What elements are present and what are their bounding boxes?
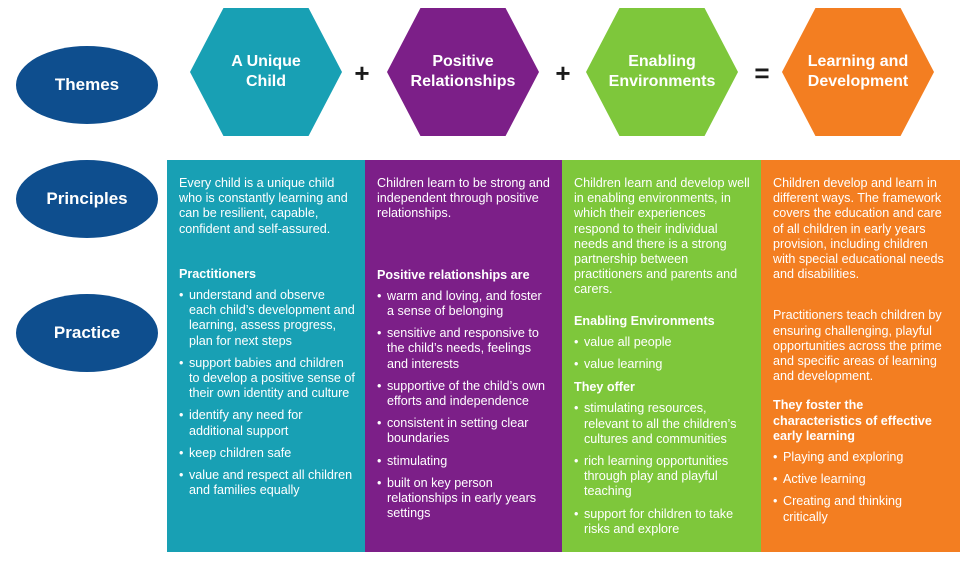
- list-item: value and respect all children and famil…: [179, 468, 355, 498]
- theme-learning-development-label: Learning and Development: [807, 53, 909, 90]
- practice-text: Practitioners teach children by ensuring…: [773, 308, 942, 384]
- practice-list: Playing and exploring Active learning Cr…: [773, 450, 950, 525]
- list-item: Creating and thinking critically: [773, 494, 950, 524]
- principle-text: Children learn and develop well in enabl…: [574, 176, 750, 297]
- column-unique-child: Every child is a unique child who is con…: [167, 160, 365, 552]
- practice-label-text: Practice: [53, 323, 121, 342]
- principle-text: Children learn to be strong and independ…: [377, 176, 550, 221]
- column-positive-relationships: Children learn to be strong and independ…: [365, 160, 562, 552]
- themes-label: Themes: [16, 46, 158, 124]
- list-item: value learning: [574, 357, 751, 372]
- list-item: stimulating resources, relevant to all t…: [574, 401, 751, 447]
- practice-list: understand and observe each child’s deve…: [179, 288, 355, 498]
- principles-label-text: Principles: [46, 189, 128, 208]
- theme-enabling-environments: Enabling Environments: [586, 8, 738, 136]
- practice-list: value all people value learning: [574, 335, 751, 373]
- themes-label-text: Themes: [54, 75, 120, 94]
- list-item: built on key person relationships in ear…: [377, 476, 552, 522]
- practice-heading: Practitioners: [179, 266, 256, 281]
- list-item: value all people: [574, 335, 751, 350]
- plus-operator: +: [555, 58, 571, 88]
- theme-positive-relationships: Positive Relationships: [387, 8, 539, 136]
- list-item: consistent in setting clear boundaries: [377, 416, 552, 446]
- principle-text: Every child is a unique child who is con…: [179, 176, 348, 236]
- list-item: support babies and children to develop a…: [179, 356, 355, 402]
- list-item: Playing and exploring: [773, 450, 950, 465]
- equals-operator: =: [754, 58, 770, 88]
- list-item: supportive of the child’s own efforts an…: [377, 379, 552, 409]
- theme-unique-child-label: A Unique Child: [231, 53, 301, 90]
- theme-learning-development: Learning and Development: [782, 8, 934, 136]
- practice-subheading: They offer: [574, 380, 635, 395]
- column-learning-development: Children develop and learn in different …: [761, 160, 960, 552]
- list-item: identify any need for additional support: [179, 408, 355, 438]
- practice-heading: Positive relationships are: [377, 267, 530, 282]
- practice-list: warm and loving, and foster a sense of b…: [377, 289, 552, 522]
- principles-label: Principles: [16, 160, 158, 238]
- plus-operator: +: [354, 58, 370, 88]
- practice-label: Practice: [16, 294, 158, 372]
- theme-enabling-environments-label: Enabling Environments: [608, 53, 716, 90]
- principle-text: Children develop and learn in different …: [773, 176, 944, 282]
- theme-positive-relationships-label: Positive Relationships: [410, 53, 516, 90]
- list-item: sensitive and responsive to the child’s …: [377, 326, 552, 372]
- column-enabling-environments: Children learn and develop well in enabl…: [562, 160, 761, 552]
- list-item: keep children safe: [179, 446, 355, 461]
- list-item: rich learning opportunities through play…: [574, 454, 751, 500]
- list-item: Active learning: [773, 472, 950, 487]
- practice-list: stimulating resources, relevant to all t…: [574, 401, 751, 537]
- practice-heading: They foster the characteristics of effec…: [773, 398, 932, 443]
- list-item: understand and observe each child’s deve…: [179, 288, 355, 349]
- list-item: warm and loving, and foster a sense of b…: [377, 289, 552, 319]
- practice-heading: Enabling Environments: [574, 313, 715, 328]
- list-item: support for children to take risks and e…: [574, 507, 751, 537]
- list-item: stimulating: [377, 454, 552, 469]
- theme-unique-child: A Unique Child: [190, 8, 342, 136]
